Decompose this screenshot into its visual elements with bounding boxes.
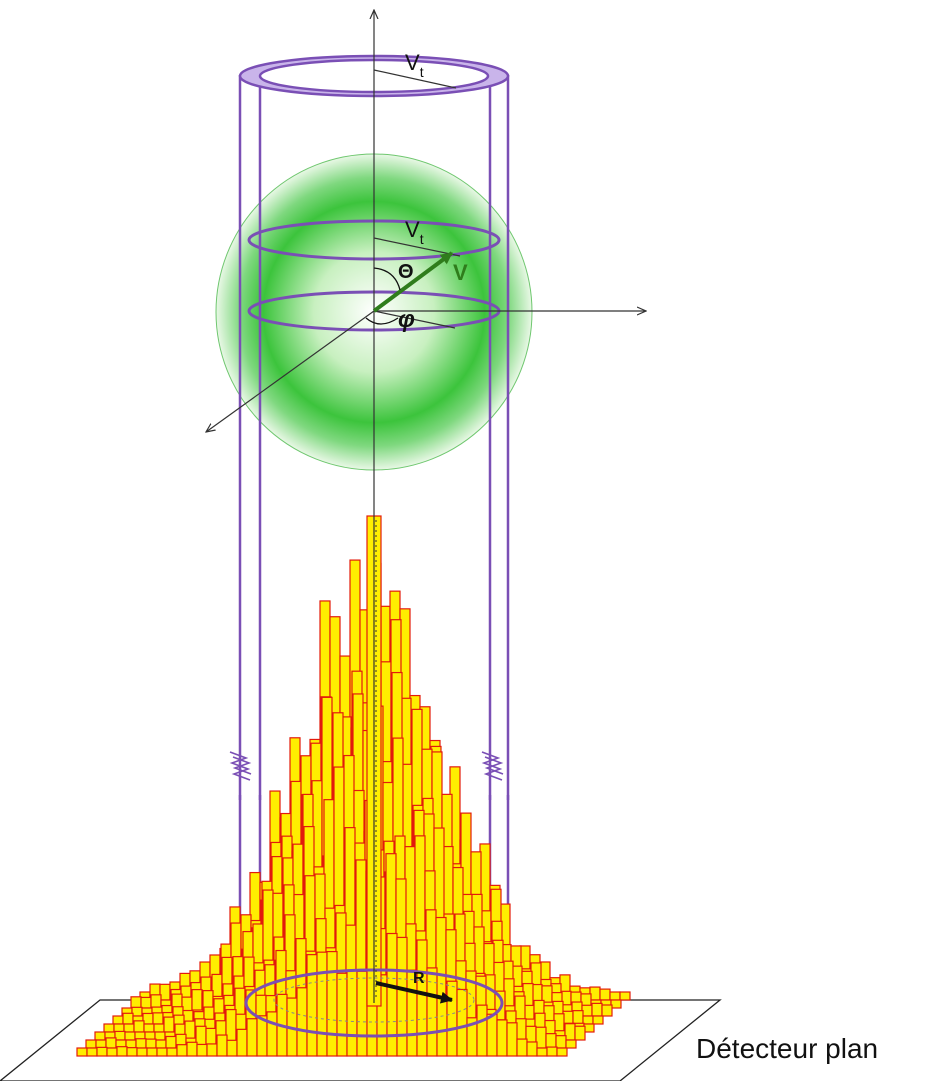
histogram-bar xyxy=(486,1013,498,1057)
histogram-bar xyxy=(105,1037,117,1049)
histogram-bar xyxy=(96,1046,108,1057)
histogram-bar xyxy=(136,1047,148,1057)
histogram-bar xyxy=(94,1031,106,1041)
histogram-bar xyxy=(306,954,318,1057)
histogram-bar xyxy=(496,1019,508,1057)
radius-arrow xyxy=(375,981,453,1004)
velocity-vector xyxy=(372,251,454,313)
histogram-bar xyxy=(246,1018,258,1057)
histogram-bar xyxy=(326,950,338,1057)
histogram-bar xyxy=(476,1004,488,1057)
histogram-bar xyxy=(196,1043,208,1057)
histogram-bar xyxy=(356,970,368,1057)
label-detector: Détecteur plan xyxy=(696,1033,878,1064)
histogram-bar xyxy=(166,1047,178,1057)
histogram-bar xyxy=(122,1012,134,1025)
histogram-bar xyxy=(146,1047,158,1057)
histogram-bar xyxy=(436,996,448,1057)
theta-arc xyxy=(373,267,401,291)
histogram-bar xyxy=(426,967,438,1057)
histogram-bar xyxy=(526,1041,538,1057)
histogram-bar xyxy=(545,1033,557,1049)
histogram-bar xyxy=(236,1028,248,1057)
label-vt-top: Vt xyxy=(405,50,424,80)
histogram-bar xyxy=(116,1046,128,1057)
histogram-bar xyxy=(150,994,162,1009)
histogram-bar xyxy=(163,1016,175,1033)
histogram-bar xyxy=(565,1039,577,1049)
histogram-bar xyxy=(599,988,611,1001)
histogram-bar xyxy=(591,1002,603,1017)
histogram-bar xyxy=(506,1022,518,1057)
histogram-bar xyxy=(396,936,408,1057)
histogram-bar xyxy=(113,1023,125,1033)
histogram-bar xyxy=(126,1047,138,1057)
histogram-bar xyxy=(609,991,621,1001)
label-r: R xyxy=(413,970,425,987)
histogram-bar xyxy=(446,980,458,1057)
histogram-bar xyxy=(266,1011,278,1057)
histogram-bar xyxy=(86,1047,98,1057)
histogram-bar xyxy=(555,1035,567,1049)
zigzag-icon xyxy=(229,751,504,781)
depth-axis xyxy=(206,310,375,432)
label-vt-mid: Vt xyxy=(405,217,424,247)
phi-arc xyxy=(365,317,399,325)
histogram-bar xyxy=(76,1047,88,1057)
histogram-bar xyxy=(130,996,142,1009)
histogram-bar xyxy=(316,951,328,1057)
label-phi: φ xyxy=(398,306,415,333)
histogram-bar xyxy=(176,1044,188,1057)
histogram-bar xyxy=(226,1039,238,1057)
histogram-bar xyxy=(206,1043,218,1057)
histogram-bar xyxy=(516,1038,528,1057)
histogram-bars xyxy=(76,515,631,1057)
histogram-bar xyxy=(610,999,622,1009)
histogram-bar xyxy=(143,1023,155,1033)
histogram-bar xyxy=(156,1047,168,1057)
vt-top-radius xyxy=(373,69,457,89)
histogram-bar xyxy=(556,1047,568,1057)
histogram-bar xyxy=(456,988,468,1057)
histogram-bar xyxy=(574,1025,586,1041)
label-theta: Θ xyxy=(398,261,414,283)
histogram-bar xyxy=(152,1012,164,1025)
histogram-bar xyxy=(592,1015,604,1025)
histogram-bar xyxy=(133,1020,145,1033)
histogram-bar xyxy=(124,1031,136,1041)
histogram-bar xyxy=(153,1023,165,1033)
histogram-bar xyxy=(619,991,631,1001)
detector-ring-dashed xyxy=(273,977,475,1023)
histogram-bar xyxy=(346,969,358,1057)
histogram-bar xyxy=(386,932,398,1057)
histogram-bar xyxy=(216,1034,228,1057)
histogram-bar xyxy=(546,1046,558,1057)
histogram-bar xyxy=(140,996,152,1009)
histogram-bar xyxy=(536,1047,548,1057)
histogram-bar xyxy=(186,1041,198,1057)
vt-low-radius xyxy=(373,310,456,329)
histogram-bar xyxy=(155,1039,167,1049)
histogram-bar xyxy=(572,1010,584,1025)
histogram-bar xyxy=(106,1047,118,1057)
histogram-bar xyxy=(145,1038,157,1049)
histogram-bar xyxy=(296,987,308,1057)
histogram-bar xyxy=(165,1035,177,1049)
histogram-bar xyxy=(416,939,428,1057)
histogram-bar xyxy=(85,1039,97,1049)
histogram-bar xyxy=(112,1015,124,1025)
histogram-bar xyxy=(135,1038,147,1049)
histogram-bar xyxy=(601,1004,613,1017)
label-v: V xyxy=(453,260,468,285)
histogram-bar xyxy=(103,1023,115,1033)
histogram-bar xyxy=(336,972,348,1057)
histogram-bar xyxy=(123,1023,135,1033)
